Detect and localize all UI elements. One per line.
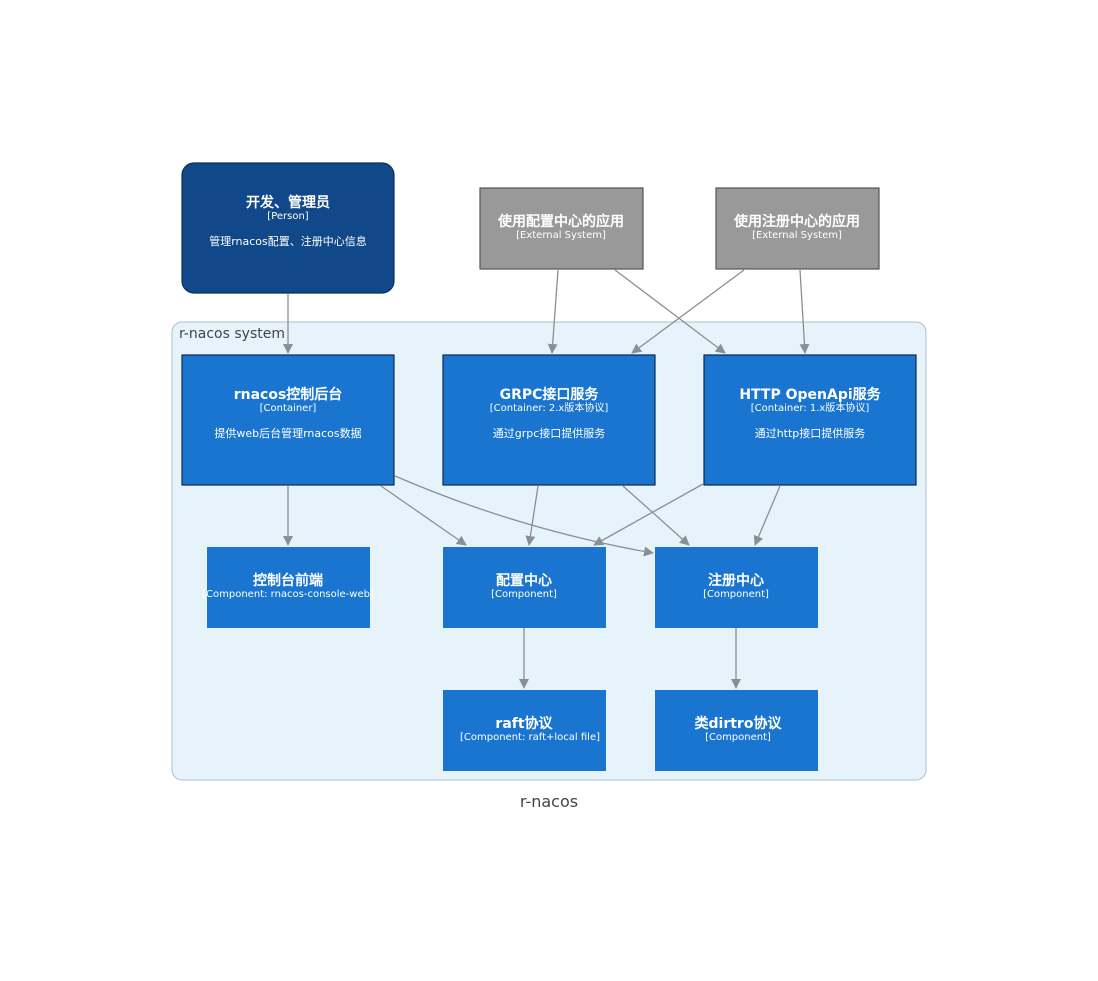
node-raft-kind: [Component: raft+local file]: [460, 732, 600, 743]
node-config-center-title: 配置中心: [496, 572, 552, 589]
node-console-backend-title: rnacos控制后台: [234, 386, 343, 403]
node-http-service-desc: 通过http接口提供服务: [755, 426, 866, 440]
node-console-backend: rnacos控制后台 [Container] 提供web后台管理rnacos数据: [181, 354, 395, 486]
node-config-center: 配置中心 [Component]: [443, 547, 606, 628]
edge-grpc-to-naming: [622, 485, 690, 546]
node-distro-title: 类dirtro协议: [695, 715, 783, 732]
node-console-backend-desc: 提供web后台管理rnacos数据: [214, 426, 361, 440]
system-boundary-label: r-nacos system: [179, 326, 285, 342]
node-naming-center-kind: [Component]: [703, 589, 769, 600]
node-console-backend-kind: [Container]: [260, 403, 317, 414]
node-person-title: 开发、管理员: [246, 194, 330, 211]
node-distro: 类dirtro协议 [Component]: [655, 690, 818, 771]
node-http-service: HTTP OpenApi服务 [Container: 1.x版本协议] 通过ht…: [703, 354, 917, 486]
node-grpc-service-desc: 通过grpc接口提供服务: [493, 426, 606, 440]
node-http-service-kind: [Container: 1.x版本协议]: [751, 401, 870, 414]
node-external-naming-app: 使用注册中心的应用 [External System]: [715, 187, 880, 270]
node-naming-center-title: 注册中心: [708, 572, 764, 589]
node-person-desc: 管理rnacos配置、注册中心信息: [209, 234, 367, 248]
node-external-config-app: 使用配置中心的应用 [External System]: [479, 187, 644, 270]
edge-grpc-to-config: [525, 485, 539, 546]
node-grpc-service-title: GRPC接口服务: [500, 386, 600, 403]
edge-console-backend-to-config: [380, 485, 467, 546]
edge-ext-config-to-grpc: [547, 269, 559, 354]
diagram-caption: r-nacos: [520, 792, 578, 811]
node-naming-center: 注册中心 [Component]: [655, 547, 818, 628]
node-person-kind: [Person]: [267, 211, 309, 222]
edge-console-backend-to-naming: [394, 475, 654, 557]
node-console-frontend-title: 控制台前端: [253, 572, 323, 589]
node-external-naming-app-kind: [External System]: [752, 230, 842, 241]
edge-ext-naming-to-grpc: [631, 269, 745, 354]
node-external-naming-app-title: 使用注册中心的应用: [733, 213, 860, 230]
node-console-frontend: 控制台前端 [Component: rnacos-console-web]: [202, 547, 374, 628]
node-external-config-app-kind: [External System]: [516, 230, 606, 241]
edge-http-to-naming: [753, 485, 781, 546]
node-external-config-app-title: 使用配置中心的应用: [497, 213, 624, 230]
edge-ext-naming-to-http: [799, 269, 810, 354]
node-config-center-kind: [Component]: [491, 589, 557, 600]
edges: [283, 269, 810, 689]
node-distro-kind: [Component]: [705, 732, 771, 743]
edge-http-to-config: [593, 483, 704, 546]
node-raft: raft协议 [Component: raft+local file]: [443, 690, 606, 771]
node-console-frontend-kind: [Component: rnacos-console-web]: [202, 589, 374, 600]
node-grpc-service: GRPC接口服务 [Container: 2.x版本协议] 通过grpc接口提供…: [442, 354, 656, 486]
node-grpc-service-kind: [Container: 2.x版本协议]: [490, 401, 609, 414]
node-person: 开发、管理员 [Person] 管理rnacos配置、注册中心信息: [181, 162, 395, 294]
node-http-service-title: HTTP OpenApi服务: [739, 386, 881, 403]
node-raft-title: raft协议: [495, 715, 553, 732]
edge-ext-config-to-http: [614, 269, 726, 354]
